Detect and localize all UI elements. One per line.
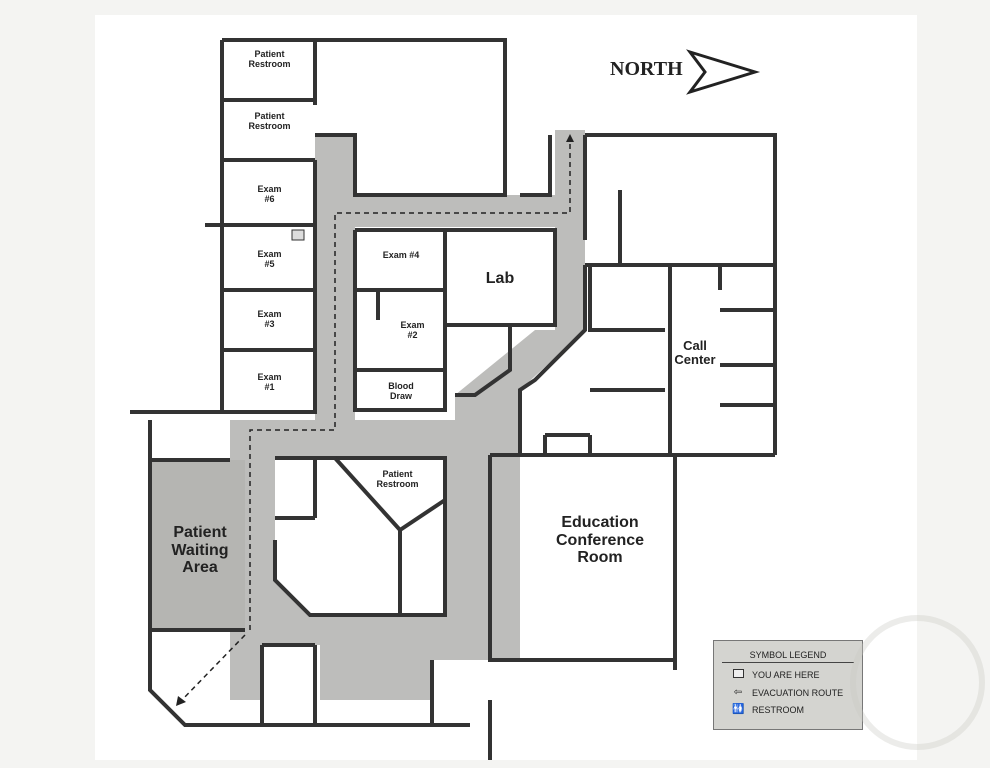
patient-waiting-area (150, 460, 245, 630)
you-are-here-icon (732, 669, 744, 681)
watermark-seal (850, 615, 985, 750)
room-exam-1: Exam#1 (257, 372, 282, 392)
north-arrow-icon (686, 49, 761, 95)
restroom-icon: 🚻 (732, 704, 745, 715)
room-exam-4: Exam #4 (382, 250, 420, 260)
legend-label: RESTROOM (752, 704, 805, 715)
room-exam-5: Exam#5 (257, 249, 282, 269)
room-exam-3: Exam#3 (257, 309, 282, 329)
legend-item: YOU ARE HERE (732, 669, 862, 681)
legend-title: SYMBOL LEGEND (722, 650, 854, 663)
room-lab: Lab (485, 270, 515, 287)
room-exam-2: Exam#2 (400, 320, 425, 340)
evacuation-arrow-icon (566, 134, 574, 142)
legend-item: 🚻 RESTROOM (732, 704, 862, 715)
legend-item: ⇦ EVACUATION ROUTE (732, 687, 862, 698)
symbol-legend: SYMBOL LEGEND YOU ARE HERE ⇦ EVACUATION … (713, 640, 863, 730)
evacuation-arrow-icon: ⇦ (733, 687, 743, 698)
you-are-here-icon (291, 229, 305, 241)
walls (130, 38, 777, 760)
north-label: NORTH (610, 58, 683, 80)
legend-label: EVACUATION ROUTE (752, 687, 844, 698)
evacuation-arrow-icon (176, 696, 186, 706)
legend-label: YOU ARE HERE (752, 670, 820, 680)
room-exam-6: Exam#6 (257, 184, 282, 204)
evacuation-route (179, 140, 571, 703)
